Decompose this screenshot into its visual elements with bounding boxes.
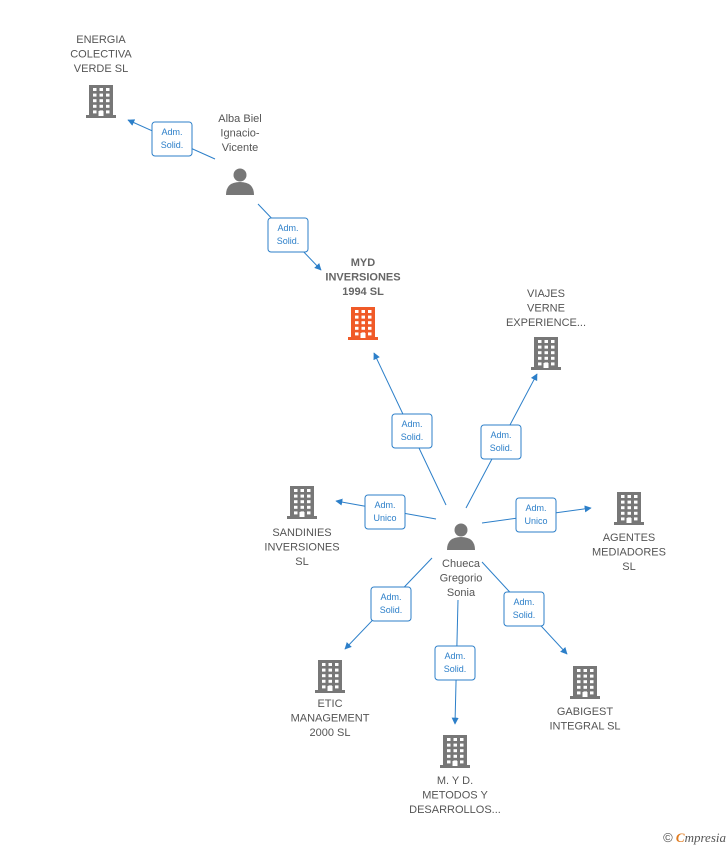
node-label-line: VERDE SL — [74, 63, 128, 75]
edge-label-box[interactable]: Adm. Solid. — [151, 121, 193, 157]
node-label-line: COLECTIVA — [70, 49, 132, 61]
node-label-line: SL — [622, 561, 635, 573]
edge-label-line: Solid. — [513, 610, 536, 620]
node-agentes[interactable]: AGENTES MEDIADORES SL — [592, 492, 666, 573]
node-label-line: METODOS Y — [422, 790, 488, 802]
node-myd2[interactable]: M. Y D. METODOS Y DESARROLLOS... — [409, 735, 501, 816]
brand-initial: C — [675, 830, 685, 845]
node-label-line: 2000 SL — [310, 727, 351, 739]
company-building-icon[interactable] — [440, 735, 470, 768]
person-icon[interactable] — [226, 168, 254, 196]
node-label-line: Alba Biel — [218, 113, 261, 125]
edge-label-line: Solid. — [161, 140, 184, 150]
edge-label-line: Adm. — [277, 223, 298, 233]
node-label-line: INTEGRAL SL — [549, 721, 620, 733]
company-building-icon[interactable] — [287, 486, 317, 519]
node-label-line: SANDINIES — [272, 527, 331, 539]
node-label-line: Gregorio — [440, 573, 483, 585]
edge-chueca-to-myd: Adm. Solid. — [373, 352, 447, 506]
edge-label-box[interactable]: Adm. Solid. — [267, 217, 309, 253]
footer-brand: © Cmpresia — [663, 830, 726, 846]
copyright-symbol: © — [663, 830, 673, 845]
node-label-line: VIAJES — [527, 288, 565, 300]
node-label-line: MYD — [351, 257, 376, 269]
node-label-line: M. Y D. — [437, 775, 473, 787]
brand-name: mpresia — [684, 830, 726, 845]
edge-chueca-to-myd2: Adm. Solid. — [434, 599, 476, 725]
node-label-line: SL — [295, 556, 308, 568]
node-label-line: EXPERIENCE... — [506, 317, 586, 329]
company-building-icon[interactable] — [315, 660, 345, 693]
edge-label-line: Solid. — [444, 664, 467, 674]
edge-chueca-to-gabigest: Adm. Solid. — [481, 561, 568, 655]
company-building-icon[interactable] — [86, 85, 116, 118]
edge-label-line: Adm. — [401, 419, 422, 429]
node-label-line: Chueca — [442, 558, 481, 570]
edge-label-line: Solid. — [380, 605, 403, 615]
node-myd[interactable]: MYD INVERSIONES 1994 SL — [325, 257, 401, 340]
node-label-line: Sonia — [447, 587, 476, 599]
edge-chueca-to-sandinies: Adm. Unico — [335, 494, 437, 530]
edge-chueca-to-agentes: Adm. Unico — [481, 497, 592, 533]
person-icon[interactable] — [447, 523, 475, 551]
node-label-line: INVERSIONES — [325, 272, 400, 284]
node-label-line: MANAGEMENT — [291, 713, 370, 725]
edge-chueca-to-etic: Adm. Solid. — [344, 557, 433, 650]
edge-label-line: Unico — [524, 516, 547, 526]
node-viajes[interactable]: VIAJES VERNE EXPERIENCE... — [506, 288, 586, 370]
edge-label-box[interactable]: Adm. Unico — [364, 494, 406, 530]
node-sandinies[interactable]: SANDINIES INVERSIONES SL — [264, 486, 340, 568]
node-gabigest[interactable]: GABIGEST INTEGRAL SL — [549, 666, 621, 733]
node-label-line: 1994 SL — [342, 286, 384, 298]
node-label-line: INVERSIONES — [264, 542, 339, 554]
node-label-line: MEDIADORES — [592, 547, 666, 559]
node-label-line: ETIC — [317, 698, 342, 710]
edge-label-box[interactable]: Adm. Solid. — [503, 591, 545, 627]
node-label-line: VERNE — [527, 303, 565, 315]
node-label-line: AGENTES — [603, 532, 656, 544]
node-etic[interactable]: ETIC MANAGEMENT 2000 SL — [291, 660, 370, 739]
edge-label-line: Adm. — [490, 430, 511, 440]
edge-label-line: Solid. — [490, 443, 513, 453]
edge-label-line: Adm. — [374, 500, 395, 510]
company-building-icon[interactable] — [570, 666, 600, 699]
node-energia[interactable]: ENERGIA COLECTIVA VERDE SL — [70, 34, 132, 118]
edge-label-box[interactable]: Adm. Solid. — [391, 413, 433, 449]
node-label-line: DESARROLLOS... — [409, 804, 501, 816]
node-label-line: Vicente — [222, 142, 259, 154]
main-company-building-icon[interactable] — [348, 307, 378, 340]
node-label-line: ENERGIA — [76, 34, 126, 46]
edge-label-line: Adm. — [161, 127, 182, 137]
edge-label-line: Adm. — [513, 597, 534, 607]
edge-alba-to-energia: Adm. Solid. — [127, 119, 216, 160]
edge-label-box[interactable]: Adm. Unico — [515, 497, 557, 533]
edge-label-line: Adm. — [525, 503, 546, 513]
edge-label-line: Solid. — [277, 236, 300, 246]
edge-label-line: Adm. — [444, 651, 465, 661]
edge-label-box[interactable]: Adm. Solid. — [480, 424, 522, 460]
edge-label-line: Adm. — [380, 592, 401, 602]
edge-label-line: Solid. — [401, 432, 424, 442]
node-label-line: Ignacio- — [220, 128, 259, 140]
edge-alba-to-myd: Adm. Solid. — [257, 203, 322, 271]
company-building-icon[interactable] — [531, 337, 561, 370]
edge-label-box[interactable]: Adm. Solid. — [434, 645, 476, 681]
node-label-line: GABIGEST — [557, 706, 614, 718]
edge-label-line: Unico — [373, 513, 396, 523]
edge-chueca-to-viajes: Adm. Solid. — [465, 373, 538, 509]
edge-label-box[interactable]: Adm. Solid. — [370, 586, 412, 622]
company-building-icon[interactable] — [614, 492, 644, 525]
